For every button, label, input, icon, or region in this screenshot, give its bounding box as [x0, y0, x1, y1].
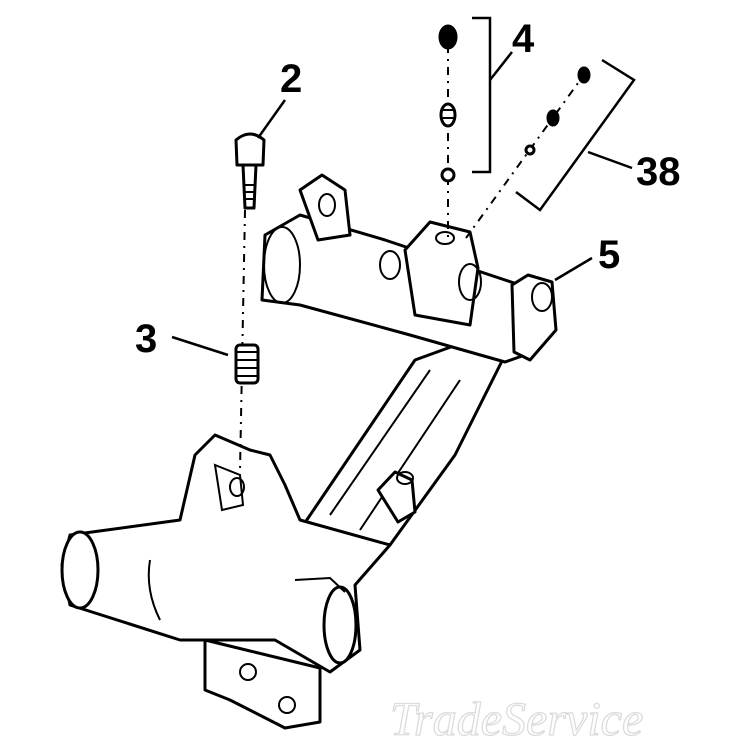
- lower-bore: [322, 585, 358, 665]
- shaft-leader: [554, 256, 593, 282]
- ball-kit-leader: [587, 150, 633, 170]
- screw-part: [234, 132, 266, 210]
- watermark: TradeService: [390, 693, 643, 746]
- screw-leader: [256, 99, 287, 139]
- lower-body: [60, 433, 392, 674]
- callout-5: 5: [598, 233, 620, 277]
- lower-cylinder-end: [60, 530, 100, 610]
- upper-block: [260, 213, 527, 364]
- callout-4: 4: [512, 17, 535, 61]
- ball-kit-bracket: [515, 58, 636, 212]
- housing-assembly: [60, 173, 558, 730]
- callout-3: 3: [135, 317, 157, 361]
- upper-left-lug: [298, 173, 352, 242]
- screw-axis-line: [239, 209, 246, 471]
- ball-kit-axis-line: [465, 71, 587, 239]
- detent-kit-bracket: [472, 16, 492, 174]
- detent-kit-leader: [489, 51, 513, 81]
- upper-right-boss: [510, 273, 558, 362]
- spring-leader: [171, 335, 229, 357]
- spring-part: [234, 343, 260, 385]
- detent-parts: [438, 24, 458, 183]
- mounting-plate: [203, 638, 322, 730]
- ball-kit-parts: [524, 66, 591, 156]
- callout-2: 2: [280, 57, 302, 101]
- callout-38: 38: [636, 150, 681, 194]
